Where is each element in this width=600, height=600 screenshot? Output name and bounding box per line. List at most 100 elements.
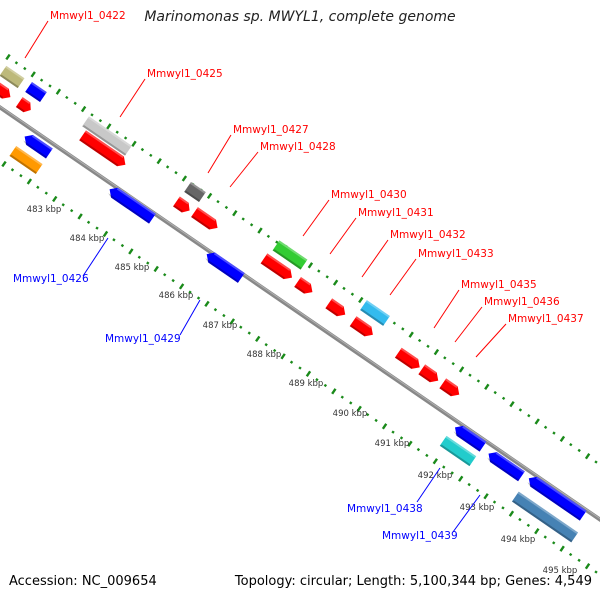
tick-mark — [559, 545, 565, 552]
tick-mark — [543, 535, 547, 539]
gene-label: Mmwyl1_0428 — [260, 141, 336, 153]
gene-block — [511, 491, 579, 543]
gene-shadow — [360, 308, 385, 326]
label-leader-line — [452, 494, 481, 533]
label-leader-line — [454, 306, 483, 343]
gene-shadow — [173, 205, 183, 213]
gene-label: Mmwyl1_0433 — [418, 248, 494, 260]
gene-arrow — [325, 298, 346, 317]
tick-mark — [95, 226, 99, 230]
label-leader-line — [361, 239, 389, 278]
tick-mark — [229, 318, 236, 325]
gene-label: Mmwyl1_0438 — [347, 503, 423, 515]
gene-feature — [325, 298, 346, 317]
gene-label: Mmwyl1_0437 — [508, 313, 584, 325]
gene-arrow — [24, 134, 53, 159]
tick-mark — [457, 475, 464, 482]
gene-highlight — [331, 298, 344, 308]
tick-mark — [90, 113, 94, 117]
tick-mark — [342, 286, 346, 291]
gene-shadow — [487, 457, 520, 482]
gene-feature — [79, 130, 126, 167]
tick-label: 488 kbp — [247, 350, 282, 360]
tick-mark — [55, 88, 62, 95]
tick-mark — [317, 269, 321, 273]
gene-highlight — [495, 452, 525, 474]
gene-feature — [487, 452, 525, 482]
gene-label: Mmwyl1_0431 — [358, 207, 434, 219]
gene-arrow — [79, 130, 126, 167]
gene-block — [82, 116, 132, 156]
gene-block — [25, 81, 47, 103]
tick-mark — [188, 290, 192, 294]
gene-label: Mmwyl1_0429 — [105, 333, 181, 345]
gene-feature — [360, 300, 390, 326]
gene-highlight — [445, 378, 458, 388]
tick-mark — [468, 373, 472, 377]
tick-mark — [120, 243, 125, 248]
tick-mark — [401, 327, 405, 331]
gene-feature — [527, 476, 587, 521]
tick-mark — [392, 321, 397, 325]
tick-mark — [408, 331, 414, 338]
gene-feature — [25, 81, 47, 103]
tick-mark — [10, 168, 15, 172]
gene-arrow — [454, 425, 487, 452]
label-leader-line — [119, 78, 146, 118]
gene-feature — [272, 240, 308, 270]
gene-block — [272, 240, 308, 270]
tick-mark — [407, 440, 413, 447]
tick-mark — [442, 465, 446, 469]
tick-label: 484 kbp — [70, 234, 105, 244]
gene-label: Mmwyl1_0425 — [147, 68, 223, 80]
gene-arrow — [206, 252, 245, 283]
tick-mark — [508, 510, 515, 517]
tick-mark — [432, 458, 439, 465]
gene-shadow — [439, 444, 471, 467]
tick-mark — [102, 230, 109, 238]
gene-highlight — [21, 97, 31, 105]
tick-mark — [73, 101, 77, 105]
gene-feature — [0, 65, 25, 89]
gene-highlight — [299, 276, 311, 286]
tick-mark — [140, 147, 145, 152]
tick-label: 485 kbp — [115, 263, 150, 273]
gene-shadow — [184, 190, 201, 203]
tick-mark — [518, 408, 523, 412]
tick-mark — [484, 383, 490, 390]
tick-mark — [584, 563, 591, 570]
label-leader-line — [475, 323, 507, 358]
gene-shadow — [205, 257, 240, 283]
label-leader-line — [416, 467, 441, 503]
tick-mark — [332, 279, 339, 286]
label-leader-line — [179, 299, 201, 336]
tick-label: 489 kbp — [289, 379, 324, 389]
tick-mark — [307, 262, 314, 269]
gene-feature — [191, 207, 218, 230]
tick-mark — [483, 493, 489, 500]
tick-mark — [509, 400, 515, 408]
tick-mark — [69, 208, 74, 213]
tick-mark — [165, 165, 170, 169]
gene-block — [0, 65, 25, 89]
tick-mark — [417, 338, 422, 343]
tick-label: 486 kbp — [159, 291, 194, 301]
gene-feature — [15, 97, 31, 113]
tick-mark — [501, 396, 506, 401]
gene-block — [9, 145, 43, 175]
gene-feature — [439, 378, 460, 397]
tick-mark — [501, 506, 505, 510]
gene-label: Mmwyl1_0422 — [50, 10, 126, 22]
tick-mark — [272, 348, 277, 353]
gene-shadow — [108, 193, 151, 224]
gene-highlight — [536, 476, 587, 513]
gene-shadow — [79, 139, 119, 167]
gene-feature — [82, 116, 132, 156]
label-leader-line — [24, 20, 49, 59]
tick-mark — [476, 379, 481, 383]
gene-feature — [394, 347, 420, 369]
gene-shadow — [0, 74, 19, 89]
tick-mark — [178, 283, 185, 290]
tick-mark — [433, 348, 440, 356]
gene-arrow — [260, 253, 293, 280]
